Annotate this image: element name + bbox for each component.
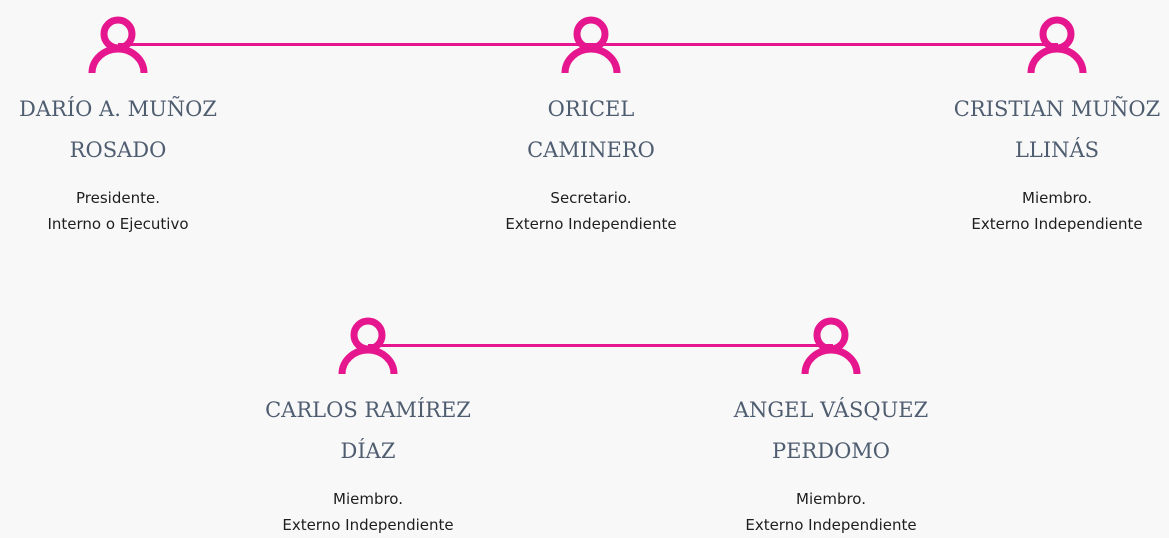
member-name: CRISTIAN MUÑOZ LLINÁS bbox=[937, 89, 1169, 171]
member-name-line: ROSADO bbox=[69, 138, 167, 162]
member-role: Miembro. bbox=[333, 490, 403, 508]
person-icon bbox=[801, 317, 861, 375]
member-role: Presidente. bbox=[76, 189, 160, 207]
member-card: CARLOS RAMÍREZ DÍAZ Miembro. Externo Ind… bbox=[248, 314, 488, 538]
person-icon bbox=[561, 16, 621, 74]
member-details: Miembro. Externo Independiente bbox=[937, 185, 1169, 237]
member-name-line: CAMINERO bbox=[527, 138, 655, 162]
person-icon bbox=[88, 16, 148, 74]
member-details: Miembro. Externo Independiente bbox=[248, 486, 488, 538]
person-icon bbox=[338, 317, 398, 375]
member-role: Miembro. bbox=[796, 490, 866, 508]
member-name-line: DÍAZ bbox=[340, 439, 396, 463]
member-name-line: CRISTIAN MUÑOZ bbox=[953, 97, 1161, 121]
member-details: Miembro. Externo Independiente bbox=[711, 486, 951, 538]
connector-line-bottom bbox=[368, 344, 833, 347]
member-category: Externo Independiente bbox=[505, 215, 677, 233]
member-name: ANGEL VÁSQUEZ PERDOMO bbox=[711, 390, 951, 472]
member-name-line: CARLOS RAMÍREZ bbox=[265, 398, 471, 422]
member-role: Miembro. bbox=[1022, 189, 1092, 207]
member-card: DARÍO A. MUÑOZ ROSADO Presidente. Intern… bbox=[0, 13, 238, 237]
member-category: Externo Independiente bbox=[971, 215, 1143, 233]
member-category: Externo Independiente bbox=[745, 516, 917, 534]
member-card: ORICEL CAMINERO Secretario. Externo Inde… bbox=[471, 13, 711, 237]
member-category: Interno o Ejecutivo bbox=[47, 215, 189, 233]
member-role: Secretario. bbox=[550, 189, 632, 207]
member-category: Externo Independiente bbox=[282, 516, 454, 534]
member-card: ANGEL VÁSQUEZ PERDOMO Miembro. Externo I… bbox=[711, 314, 951, 538]
member-name-line: PERDOMO bbox=[771, 439, 891, 463]
member-name: ORICEL CAMINERO bbox=[471, 89, 711, 171]
member-details: Presidente. Interno o Ejecutivo bbox=[0, 185, 238, 237]
member-name: DARÍO A. MUÑOZ ROSADO bbox=[0, 89, 238, 171]
member-name-line: ORICEL bbox=[547, 97, 635, 121]
member-name-line: DARÍO A. MUÑOZ bbox=[19, 97, 217, 121]
member-name-line: LLINÁS bbox=[1014, 138, 1100, 162]
member-name-line: ANGEL VÁSQUEZ bbox=[733, 398, 929, 422]
member-name: CARLOS RAMÍREZ DÍAZ bbox=[248, 390, 488, 472]
member-card: CRISTIAN MUÑOZ LLINÁS Miembro. Externo I… bbox=[937, 13, 1169, 237]
member-details: Secretario. Externo Independiente bbox=[471, 185, 711, 237]
person-icon bbox=[1027, 16, 1087, 74]
